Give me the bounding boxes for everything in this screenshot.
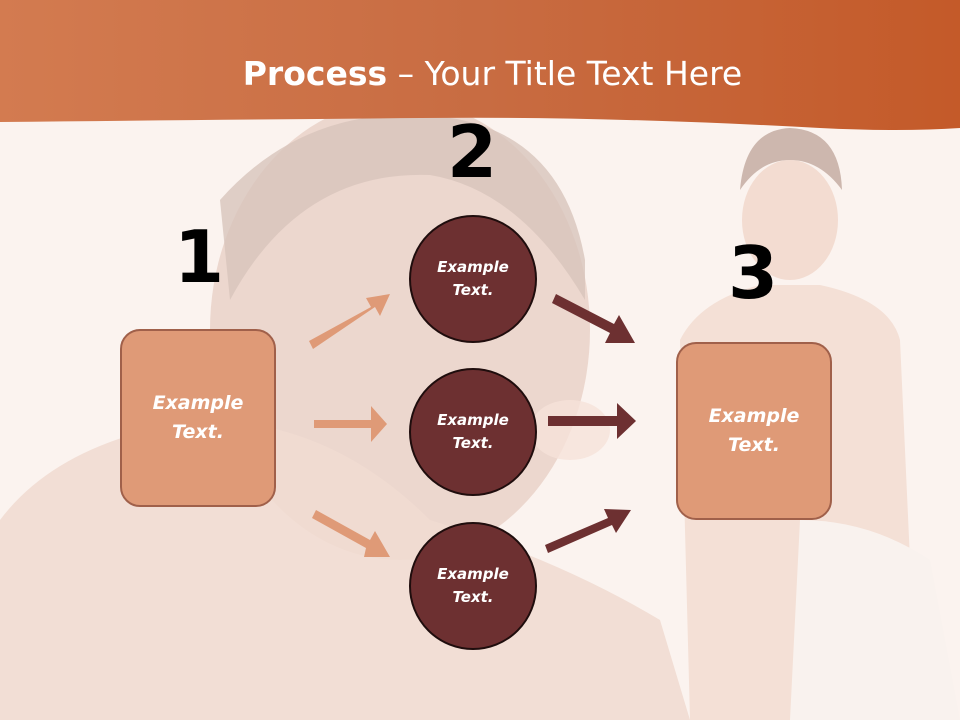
- step-number-1: 1: [173, 215, 225, 299]
- step-1-box: Example Text.: [120, 329, 276, 507]
- circle-text: Example Text.: [437, 411, 509, 452]
- arrow-top-to-step3: [552, 294, 635, 343]
- step-number-3: 3: [727, 231, 779, 315]
- step-3-box-text: Example Text.: [708, 405, 800, 456]
- arrow-step1-to-middle: [314, 406, 387, 442]
- step-1-box-text: Example Text.: [152, 392, 244, 443]
- step-2-circle-bottom: Example Text.: [409, 522, 537, 650]
- circle-text: Example Text.: [437, 258, 509, 299]
- step-2-circle-middle: Example Text.: [409, 368, 537, 496]
- title-bold: Process: [242, 54, 388, 93]
- title-rest: – Your Title Text Here: [387, 54, 743, 93]
- step-3-box: Example Text.: [676, 342, 832, 520]
- step-2-circle-top: Example Text.: [409, 215, 537, 343]
- slide-title: Process – Your Title Text Here: [0, 52, 960, 96]
- arrow-bottom-to-step3: [545, 509, 631, 553]
- step-number-2: 2: [446, 110, 498, 194]
- arrow-middle-to-step3: [548, 403, 636, 439]
- arrow-step1-to-top: [309, 294, 390, 349]
- arrow-step1-to-bottom: [312, 510, 390, 557]
- circle-text: Example Text.: [437, 565, 509, 606]
